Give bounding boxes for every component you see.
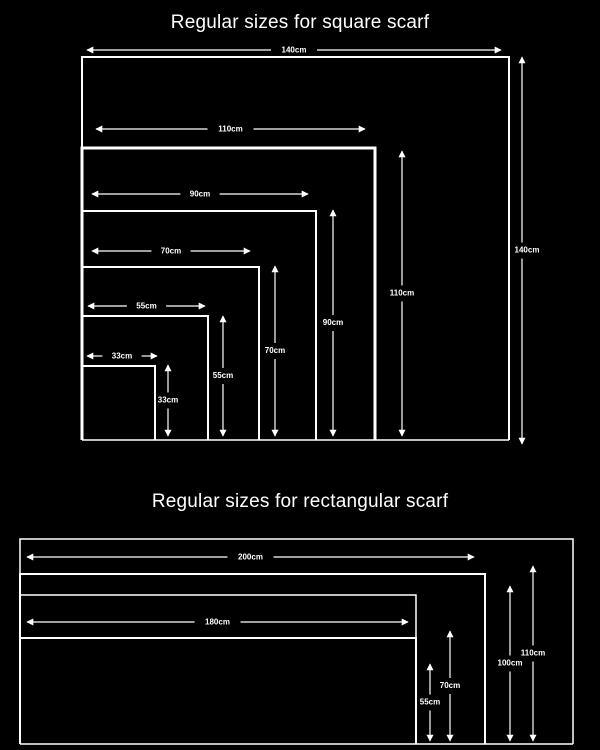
square-140-width-label: 140cm bbox=[282, 46, 307, 55]
square-scarf-70-outline bbox=[81, 266, 260, 440]
square-110-height-label: 110cm bbox=[390, 289, 414, 298]
rect-180x100-height-label: 100cm bbox=[498, 659, 523, 668]
square-140-height-label: 140cm bbox=[515, 246, 540, 255]
rect-scarf-x55-outline bbox=[19, 637, 417, 744]
rect-200x110-width-label: 200cm bbox=[238, 553, 263, 562]
square-scarf-90-outline bbox=[81, 210, 317, 440]
square-scarf-140-outline bbox=[81, 56, 510, 440]
square-55-height-label: 55cm bbox=[213, 371, 233, 380]
square-scarf-title: Regular sizes for square scarf bbox=[170, 12, 430, 33]
rect-200x110-height-label: 110cm bbox=[521, 649, 545, 658]
square-33-height-label: 33cm bbox=[158, 396, 178, 405]
square-110-width-label: 110cm bbox=[218, 125, 242, 134]
square-90-height-label: 90cm bbox=[323, 318, 343, 327]
square-90-width-label: 90cm bbox=[190, 190, 210, 199]
square-scarf-55-outline bbox=[81, 315, 209, 440]
rect-x55-height-label: 55cm bbox=[420, 698, 440, 707]
square-55-width-label: 55cm bbox=[136, 302, 156, 311]
square-70-width-label: 70cm bbox=[161, 247, 181, 256]
square-scarf-33-outline bbox=[81, 365, 156, 440]
square-33-width-label: 33cm bbox=[112, 352, 132, 361]
rect-scarf-200x110-outline bbox=[19, 538, 574, 744]
rect-180x70-width-label: 180cm bbox=[205, 618, 230, 627]
square-70-height-label: 70cm bbox=[265, 346, 285, 355]
rect-scarf-title: Regular sizes for rectangular scarf bbox=[151, 491, 449, 512]
rect-180x70-height-label: 70cm bbox=[440, 681, 460, 690]
square-scarf-110-outline bbox=[80, 146, 377, 440]
